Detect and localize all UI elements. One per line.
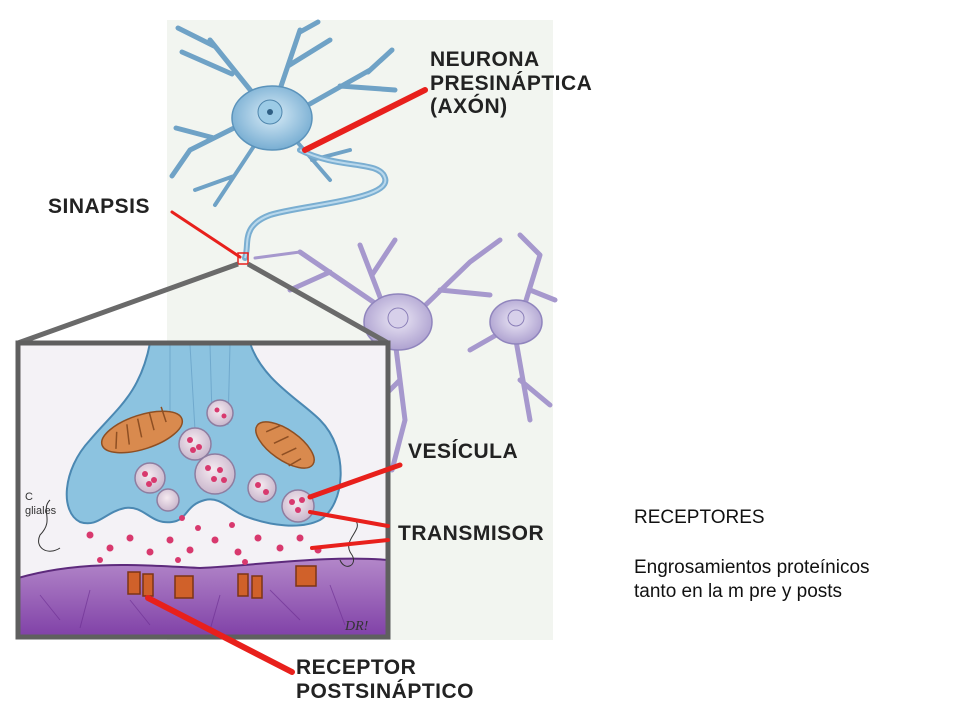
label-glial-cells: C gliales [25,491,57,518]
presynaptic-neuron [169,19,398,207]
label-sinapsis: SINAPSIS [48,195,151,218]
pointer-neurona [302,87,428,153]
pointer-transmisor-2 [310,538,390,550]
transmitter-molecules [86,407,322,565]
note-line-1: Engrosamientos proteínicos [634,556,870,578]
note-line-2: tanto en la m pre y posts [634,581,843,603]
receptor-note: RECEPTORES Engrosamientos proteínicos ta… [634,506,944,605]
pointer-transmisor-1 [308,510,390,528]
pointer-lines [145,87,428,675]
zoom-lines [17,261,390,346]
glial-mark [38,499,61,552]
mitochondria [100,406,315,469]
label-transmisor: TRANSMISOR [398,522,545,545]
pointer-vesicula [307,462,403,500]
vesicles [134,399,315,523]
label-vesicula: VESÍCULA [408,440,519,463]
pointer-sinapsis [170,210,242,259]
note-title: RECEPTORES [634,507,765,528]
signature: DR! [344,619,369,634]
inset-frame [15,340,391,640]
label-neurona-presinaptica: NEURONA PRESINÁPTICA (AXÓN) [430,48,593,119]
label-receptor-postsinaptico: RECEPTOR POSTSINÁPTICO [296,656,475,703]
pointer-receptor [145,595,295,675]
synapse-inset: DR! [18,343,388,637]
synapse-marker [237,252,249,265]
